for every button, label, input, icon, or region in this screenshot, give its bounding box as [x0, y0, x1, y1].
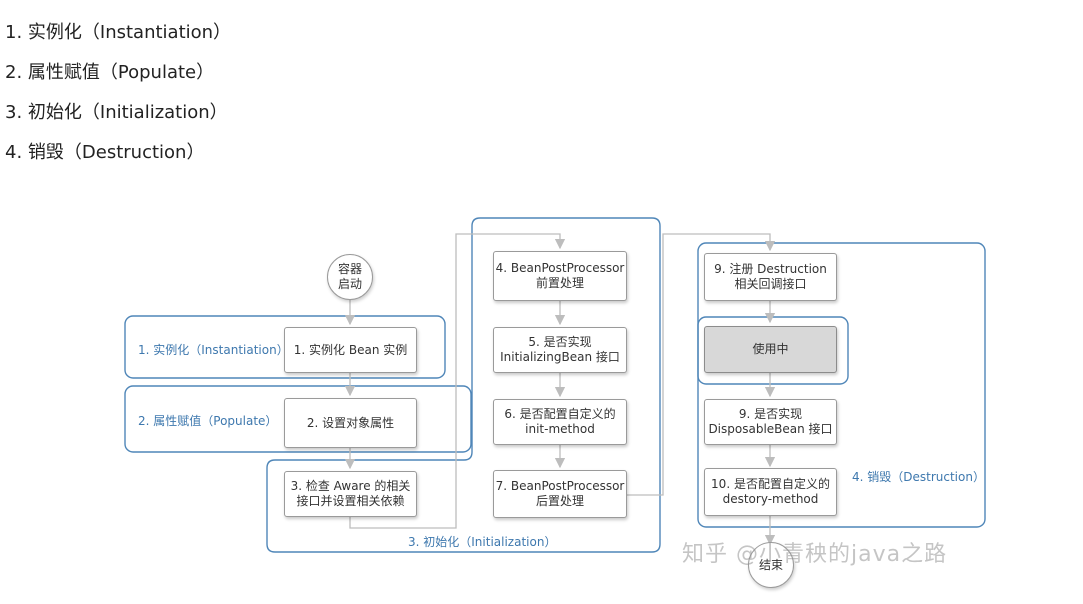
list-item: 2. 属性赋值（Populate） [5, 62, 215, 83]
group-label-destruction: 4. 销毁（Destruction） [852, 470, 985, 484]
end-node: 结束 [748, 542, 794, 588]
step-check-aware: 3. 检查 Aware 的相关 接口并设置相关依赖 [284, 471, 417, 517]
lifecycle-phase-list: 1. 实例化（Instantiation） 2. 属性赋值（Populate） … [5, 22, 231, 182]
step-in-use: 使用中 [704, 326, 837, 373]
step-bpp-before: 4. BeanPostProcessor 前置处理 [493, 251, 627, 301]
step-bpp-after: 7. BeanPostProcessor 后置处理 [493, 470, 627, 518]
group-initialization-border [266, 217, 661, 553]
step-initializing-bean: 5. 是否实现 InitializingBean 接口 [493, 327, 627, 373]
group-instantiation-border [124, 315, 446, 379]
step-set-properties: 2. 设置对象属性 [284, 398, 417, 448]
list-item: 1. 实例化（Instantiation） [5, 22, 232, 43]
step-init-method: 6. 是否配置自定义的 init-method [493, 399, 627, 445]
group-label-populate: 2. 属性赋值（Populate） [138, 414, 278, 428]
diagram-connectors [124, 217, 986, 553]
step-instantiate-bean: 1. 实例化 Bean 实例 [284, 327, 417, 373]
group-label-instantiation: 1. 实例化（Instantiation） [138, 343, 289, 357]
group-label-initialization: 3. 初始化（Initialization） [408, 535, 557, 549]
group-populate-border [124, 385, 472, 453]
watermark: 知乎 @小青秧的java之路 [682, 542, 948, 567]
start-node: 容器 启动 [327, 254, 373, 300]
step-disposable-bean: 9. 是否实现 DisposableBean 接口 [704, 399, 837, 445]
bean-lifecycle-diagram: 容器 启动 1. 实例化（Instantiation） 2. 属性赋值（Popu… [120, 214, 1000, 602]
group-destruction-border [697, 242, 986, 528]
list-item: 3. 初始化（Initialization） [5, 102, 228, 123]
list-item: 4. 销毁（Destruction） [5, 142, 205, 163]
step-register-destruction: 9. 注册 Destruction 相关回调接口 [704, 253, 837, 301]
step-destroy-method: 10. 是否配置自定义的 destory-method [704, 468, 837, 516]
